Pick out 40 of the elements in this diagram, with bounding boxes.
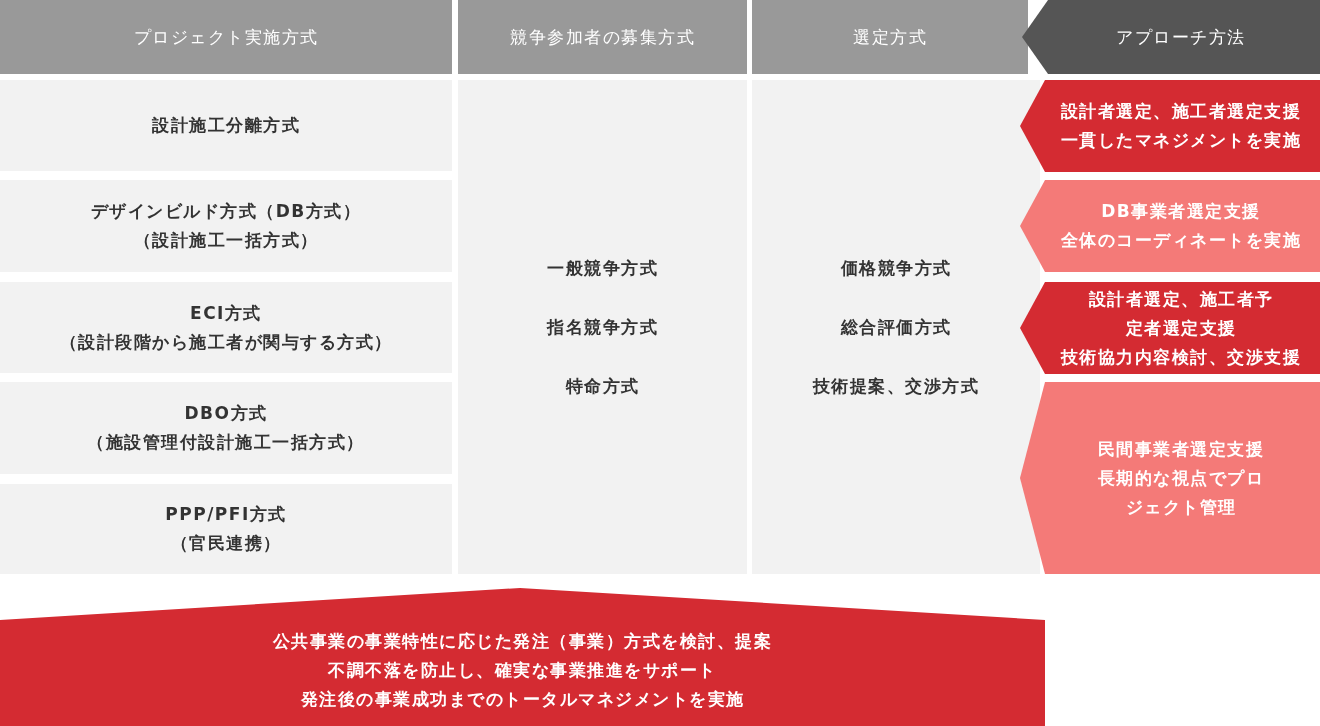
cell-text: 設計者選定、施工者選定支援 [1060,100,1302,123]
cell-text: PPP/PFI方式 [165,503,287,526]
cell-text: （設計段階から施工者が関与する方式） [59,330,393,354]
cell-text: 一般競争方式 [547,256,658,280]
cell-text: 長期的な視点でプロジェクト管理 [1096,466,1266,519]
cell-text: 総合評価方式 [840,315,952,339]
header-text: 競争参加者の募集方式 [510,25,695,49]
cell-text: DB事業者選定支援 [1101,200,1261,223]
cell-text: 民間事業者選定支援 [1097,437,1265,461]
cell-text: （官民連携） [170,532,282,555]
pentagon-banner [0,588,1045,726]
header-text: 選定方式 [853,25,927,49]
method-panel [752,80,1040,574]
cell-text: 一貫したマネジメントを実施 [1060,129,1302,152]
cell-text: 特命方式 [565,374,640,398]
arrow-banner [1020,80,1320,172]
arrow-banner [1020,282,1320,374]
cell-text: DBO方式 [184,402,268,425]
cell-text: 技術提案、交渉方式 [812,374,980,398]
header-text: プロジェクト実施方式 [133,25,319,49]
cell-text: 設計者選定、施工者予定者選定支援 [1087,287,1275,340]
header-bar [458,0,747,74]
cell-text: （設計施工一括方式） [133,229,319,252]
cell-text: 技術協力内容検討、交渉支援 [1060,345,1302,369]
cell-text: 公共事業の事業特性に応じた発注（事業）方式を検討、提案 [272,629,773,653]
cell-text: 発注後の事業成功までのトータルマネジメントを実施 [300,687,745,711]
cell-text: デザインビルド方式（DB方式） [90,200,362,223]
arrow-banner [1020,382,1320,574]
cell-text: 不調不落を防止し、確実な事業推進をサポート [328,658,717,682]
header-bar [0,0,452,74]
cell-text: 指名競争方式 [547,315,658,339]
cell-text: 設計施工分離方式 [152,114,300,137]
cell-text: ECI方式 [190,301,262,325]
header-text: アプローチ方法 [1115,25,1246,49]
cell-text: 全体のコーディネートを実施 [1060,229,1302,252]
header-arrow-banner [1022,0,1320,74]
cell-text: 価格競争方式 [840,256,952,280]
arrow-banner [1020,180,1320,272]
cell-text: （施設管理付設計施工一括方式） [87,431,365,454]
header-bar [752,0,1028,74]
